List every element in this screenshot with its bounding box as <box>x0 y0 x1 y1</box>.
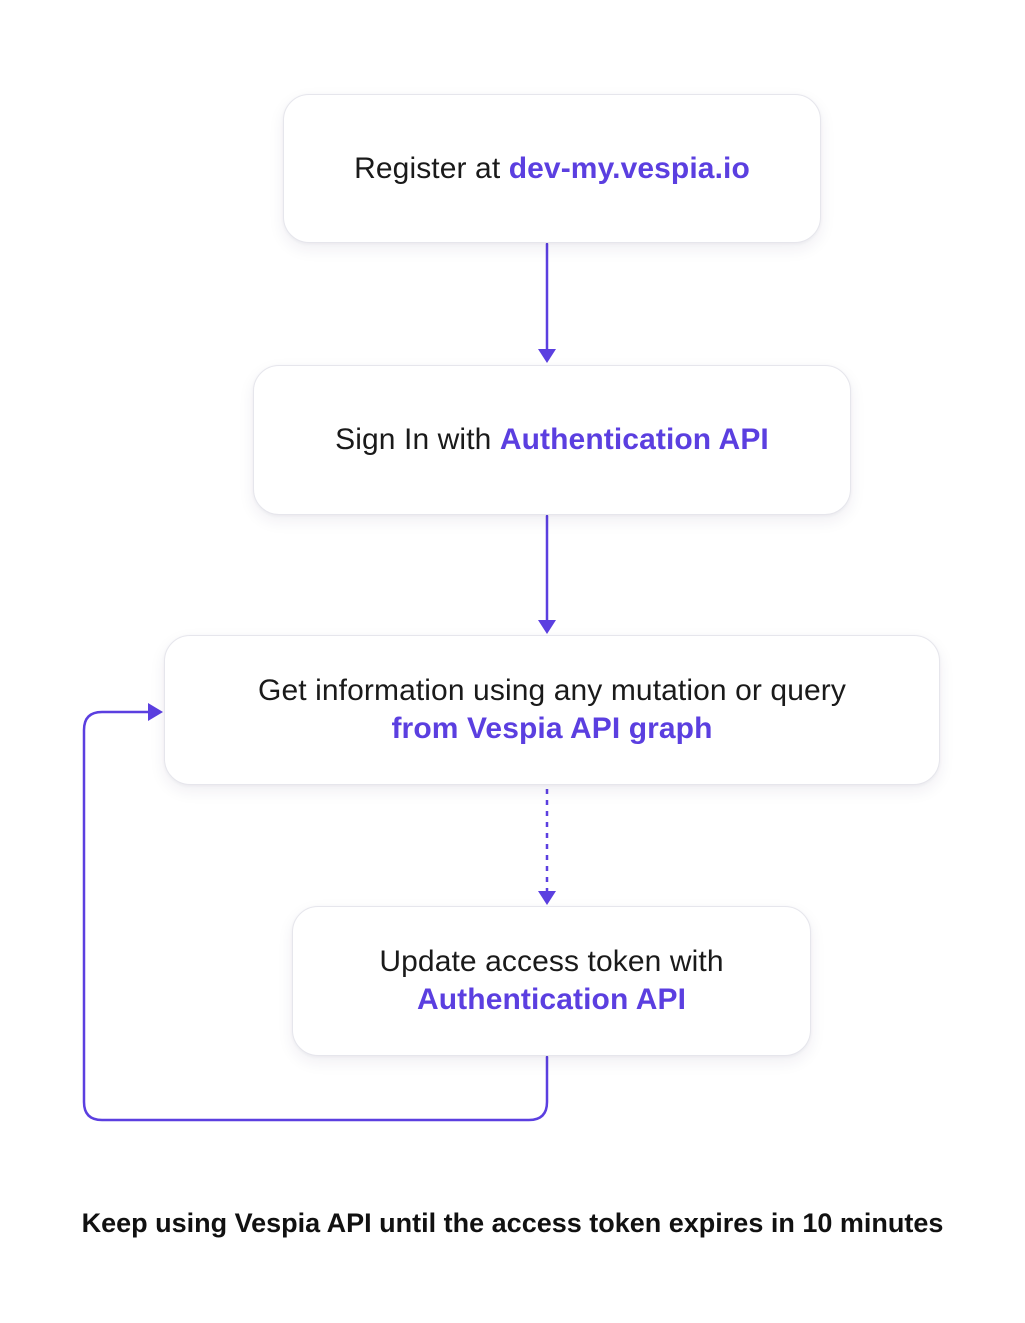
arrowhead-loop <box>148 703 163 721</box>
step-sign-in-text: Sign In with Authentication API <box>335 421 769 459</box>
step-sign-in-link[interactable]: Authentication API <box>499 423 769 456</box>
arrowhead-step-4 <box>538 891 556 905</box>
step-get-information-link[interactable]: from Vespia API graph <box>391 712 713 745</box>
step-update-token: Update access token with Authentication … <box>292 906 811 1056</box>
step-sign-in-label: Sign In with <box>335 423 500 456</box>
footnote: Keep using Vespia API until the access t… <box>81 1208 944 1238</box>
step-register: Register at dev-my.vespia.io <box>283 94 821 243</box>
step-update-token-link[interactable]: Authentication API <box>416 983 687 1016</box>
step-get-information-label: Get information using any mutation or qu… <box>258 674 846 707</box>
step-update-token-label: Update access token with <box>379 945 724 978</box>
step-register-label: Register at <box>354 151 509 185</box>
arrowhead-step-2 <box>538 349 556 363</box>
step-register-text: Register at dev-my.vespia.io <box>354 150 750 188</box>
step-sign-in: Sign In with Authentication API <box>253 365 851 515</box>
step-register-link[interactable]: dev-my.vespia.io <box>508 151 750 185</box>
arrowhead-step-3 <box>538 620 556 634</box>
step-get-information: Get information using any mutation or qu… <box>164 635 940 785</box>
